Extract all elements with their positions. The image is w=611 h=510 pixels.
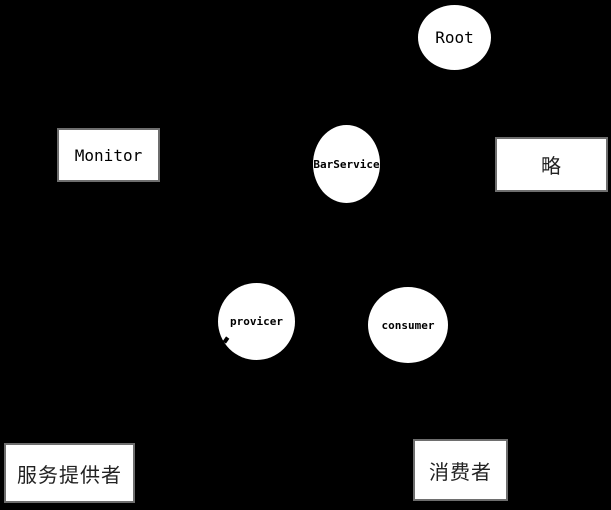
node-monitor-label: Monitor <box>74 145 143 165</box>
node-monitor: Monitor <box>57 128 160 182</box>
node-provicer: provicer <box>218 283 295 360</box>
node-provicer-label: provicer <box>230 315 283 328</box>
node-service-provider-label: 服务提供者 <box>17 464 122 487</box>
node-root-label: Root <box>435 28 474 47</box>
node-barservice: BarService <box>313 125 380 203</box>
node-service-provider: 服务提供者 <box>4 443 135 503</box>
node-consumer-cn: 消费者 <box>413 439 508 501</box>
node-root: Root <box>418 5 491 70</box>
node-consumer-label: consumer <box>381 318 435 332</box>
node-barservice-label: BarService <box>313 157 380 171</box>
node-lue-label: 略 <box>541 156 562 178</box>
node-consumer-cn-label: 消费者 <box>429 461 492 484</box>
node-lue: 略 <box>495 137 608 192</box>
node-consumer: consumer <box>368 287 448 363</box>
